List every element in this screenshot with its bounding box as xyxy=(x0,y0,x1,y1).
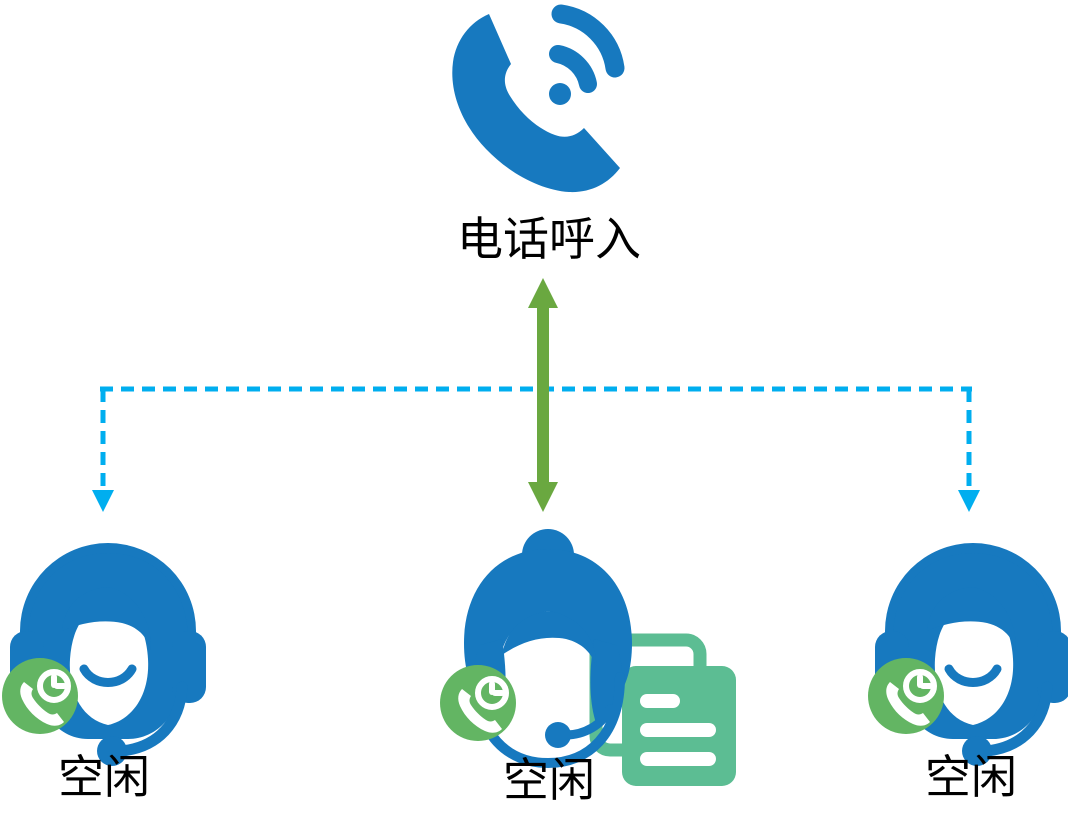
arrowhead-right xyxy=(958,490,980,512)
status-badge-left xyxy=(2,658,78,734)
agent-status-label: 空闲 xyxy=(925,751,1017,803)
status-badge-right xyxy=(868,658,944,734)
standby-distribution-connector xyxy=(92,386,980,512)
arrowhead-down xyxy=(528,482,558,512)
active-link-shaft xyxy=(537,300,549,490)
agent-right[interactable]: 空闲 xyxy=(868,543,1068,803)
agent-center[interactable]: 空闲 xyxy=(440,529,736,806)
arrowhead-left xyxy=(92,490,114,512)
status-badge-center xyxy=(440,665,516,741)
incoming-phone-call-icon xyxy=(452,4,625,193)
agent-status-label: 空闲 xyxy=(58,751,150,803)
incoming-call-node: 电话呼入 xyxy=(452,4,641,265)
agent-left[interactable]: 空闲 xyxy=(2,543,206,803)
arrowhead-up xyxy=(528,278,558,308)
incoming-call-label: 电话呼入 xyxy=(457,213,641,265)
agent-status-label: 空闲 xyxy=(503,754,595,806)
active-call-connector xyxy=(528,278,558,512)
